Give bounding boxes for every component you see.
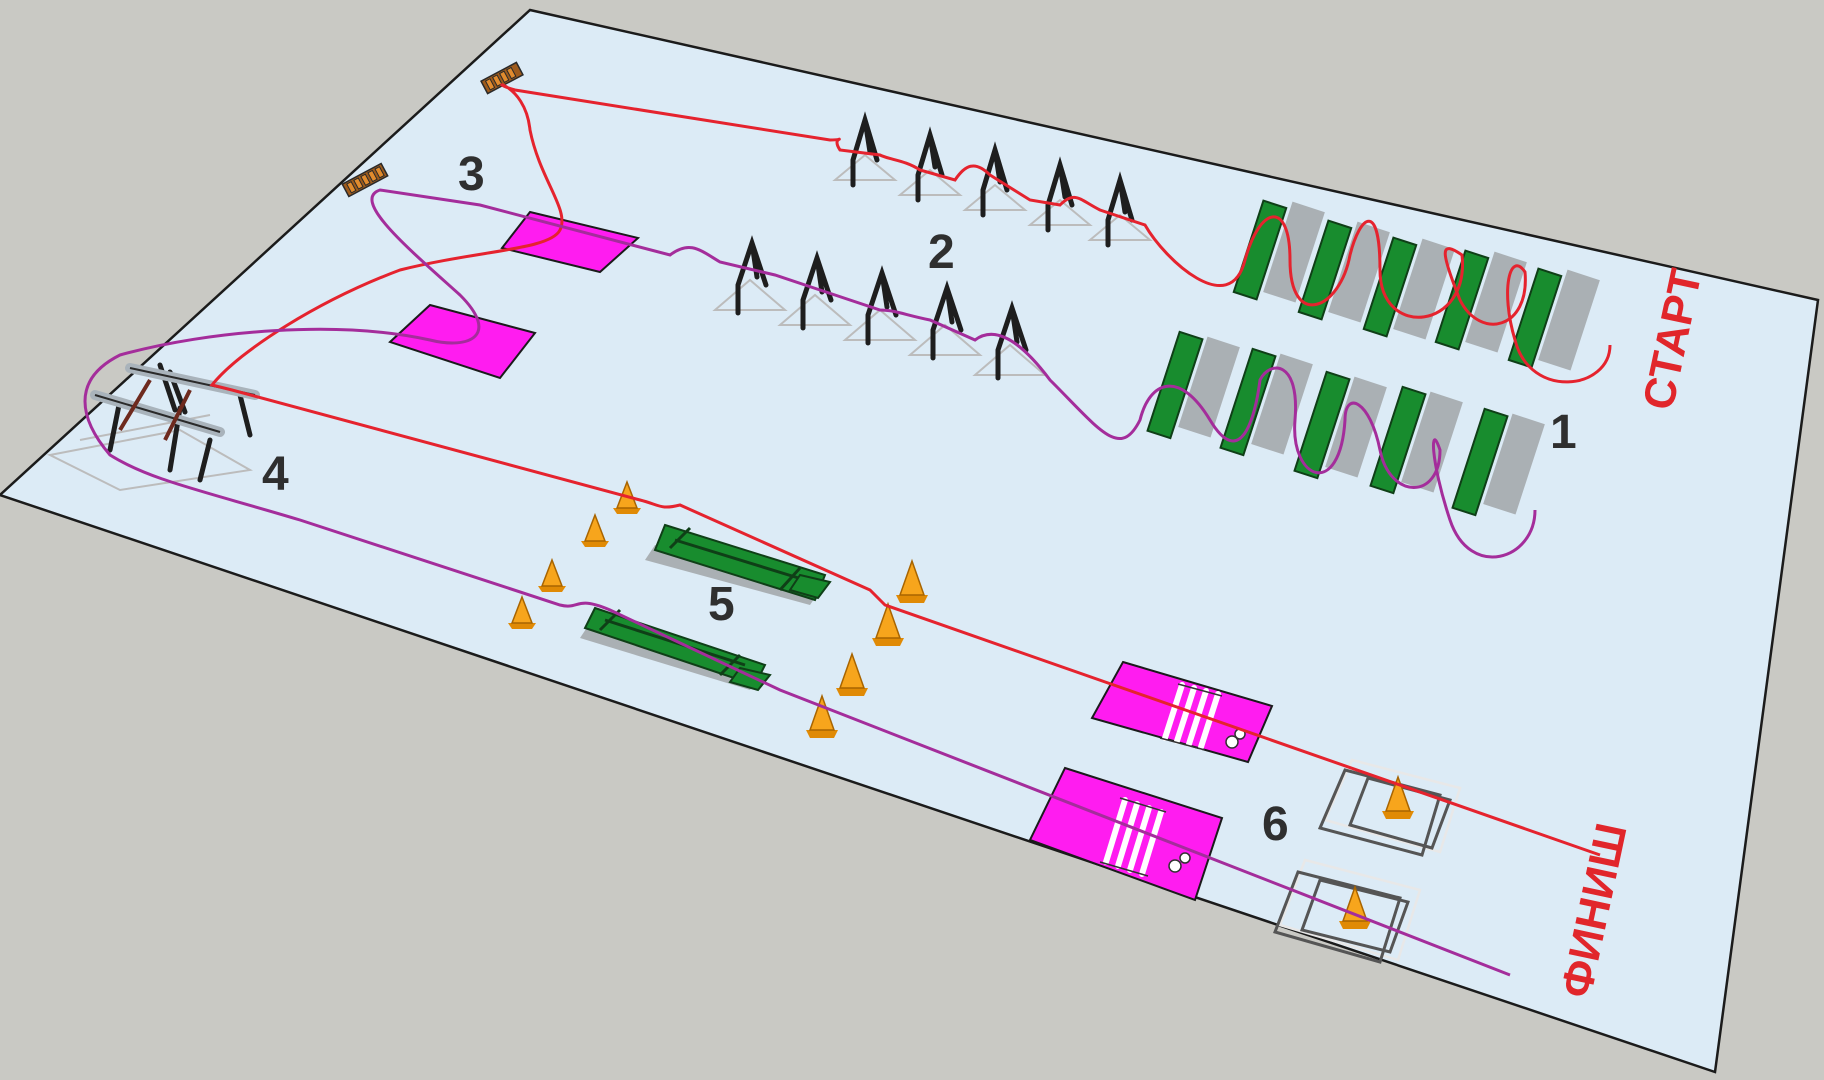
- benches-row-top: [1232, 199, 1600, 371]
- hurdle: [1087, 171, 1153, 248]
- hurdle: [907, 280, 983, 361]
- station-number-5: 5: [708, 578, 735, 631]
- cone: [872, 601, 904, 646]
- bench: [1451, 407, 1545, 517]
- hurdle: [832, 111, 898, 188]
- hurdle: [1027, 156, 1093, 233]
- gym-floor: [0, 8, 1820, 1074]
- hurdle: [897, 126, 963, 203]
- bench: [1507, 267, 1600, 371]
- station-number-6: 6: [1262, 798, 1289, 851]
- cone: [581, 512, 609, 547]
- hurdles-row-bottom: [712, 235, 1048, 381]
- route-red: [209, 83, 1612, 857]
- station-number-4: 4: [262, 448, 289, 501]
- route-purple: [83, 188, 1537, 977]
- hurdle: [777, 250, 853, 331]
- mat-station-6-top: [1090, 660, 1274, 764]
- hurdle: [972, 300, 1048, 381]
- cone: [836, 651, 868, 696]
- cone: [508, 594, 536, 629]
- bench: [1362, 236, 1455, 340]
- station-number-1: 1: [1550, 406, 1577, 459]
- cone: [896, 558, 928, 603]
- bench: [1232, 199, 1325, 303]
- cone: [806, 693, 838, 738]
- mat-station-3-top: [500, 210, 641, 274]
- rods-bottom: [1099, 797, 1191, 877]
- station-number-2: 2: [928, 226, 955, 279]
- bench: [1434, 249, 1527, 353]
- rods-top: [1159, 682, 1246, 751]
- bench: [1297, 219, 1390, 323]
- hurdles-row-top: [832, 111, 1153, 248]
- ladder-bottom: [341, 162, 389, 198]
- cone: [538, 557, 566, 592]
- station-number-3: 3: [458, 148, 485, 201]
- balance-bench-bottom: [580, 606, 772, 692]
- hurdle: [962, 141, 1028, 218]
- ladder-top: [480, 61, 524, 95]
- cone: [1382, 774, 1414, 819]
- hurdle: [842, 265, 918, 346]
- bench: [1146, 330, 1240, 440]
- balance-bench-top: [645, 523, 832, 605]
